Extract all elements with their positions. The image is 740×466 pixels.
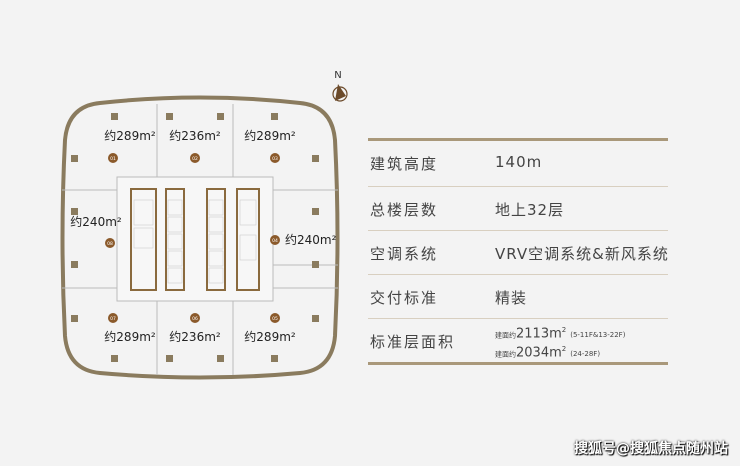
- unit-badge: [270, 235, 280, 245]
- floor-area-value: 2113m: [516, 326, 562, 342]
- unit-area-label: 约289m²: [104, 128, 156, 143]
- spec-table: 建筑高度 140m 总楼层数 地上32层 空调系统 VRV空调系统&新风系统 交…: [368, 138, 668, 365]
- unit-badge: [108, 313, 118, 323]
- unit-area-label: 约289m²: [104, 329, 156, 344]
- unit-partitions: [62, 104, 338, 375]
- floor-area-1: 建面约2113m2(5-11F&13-22F): [495, 322, 625, 343]
- core: [130, 188, 260, 291]
- columns: [71, 113, 319, 362]
- spec-value: 140m: [495, 153, 543, 171]
- unit-area-label: 约236m²: [169, 128, 221, 143]
- unit-area-label: 约289m²: [244, 128, 296, 143]
- spec-label: 交付标准: [370, 289, 439, 307]
- unit-number: 02: [192, 156, 198, 162]
- unit-badge: [108, 153, 118, 163]
- unit-badge: [105, 238, 115, 248]
- floor-area-prefix: 建面约: [495, 331, 516, 340]
- unit-area-label: 约289m²: [244, 329, 296, 344]
- unit-area-label: 约236m²: [169, 329, 221, 344]
- floor-area-prefix: 建面约: [495, 350, 516, 359]
- compass: N: [332, 70, 348, 102]
- floor-area-note: (5-11F&13-22F): [570, 331, 626, 340]
- floor-area-value: 2034m: [516, 345, 562, 361]
- floor-area-unit-sup: 2: [561, 345, 567, 353]
- spec-label: 总楼层数: [370, 201, 439, 219]
- spec-value: 精装: [495, 289, 528, 307]
- spec-row-delivery: 交付标准 精装: [368, 274, 668, 318]
- spec-value: 地上32层: [495, 201, 565, 219]
- unit-area-label: 约240m²: [70, 214, 122, 229]
- floor-area-note: (24-28F): [570, 350, 601, 359]
- spec-row-hvac: 空调系统 VRV空调系统&新风系统: [368, 230, 668, 274]
- unit-badge: [270, 153, 280, 163]
- unit-area-label: 约240m²: [285, 232, 337, 247]
- compass-arrow-icon: [335, 84, 346, 101]
- spec-label: 标准层面积: [370, 333, 456, 351]
- spec-row-floors: 总楼层数 地上32层: [368, 186, 668, 230]
- unit-number: 08: [107, 241, 113, 247]
- spec-row-height: 建筑高度 140m: [368, 138, 668, 186]
- spec-row-floor-area: 标准层面积 建面约2113m2(5-11F&13-22F) 建面约2034m2(…: [368, 318, 668, 365]
- unit-number: 03: [272, 156, 278, 162]
- unit-badge: [190, 313, 200, 323]
- unit-badge: [270, 313, 280, 323]
- spec-label: 空调系统: [370, 245, 439, 263]
- unit-number: 04: [272, 238, 278, 244]
- unit-badge: [190, 153, 200, 163]
- unit-number: 01: [110, 156, 116, 162]
- unit-number: 07: [110, 316, 116, 322]
- watermark: 搜狐号@搜狐焦点随州站: [574, 441, 728, 457]
- compass-north-label: N: [334, 70, 341, 81]
- spec-label: 建筑高度: [370, 155, 439, 173]
- unit-number: 06: [192, 316, 198, 322]
- floor-area-unit-sup: 2: [561, 326, 567, 334]
- floor-plan: N 约289m² 01 约236m² 02 约289m² 03 约240m² 04 约289m²…: [60, 70, 348, 380]
- floor-area-2: 建面约2034m2(24-28F): [495, 341, 600, 362]
- spec-value: VRV空调系统&新风系统: [495, 245, 669, 263]
- unit-number: 05: [272, 316, 278, 322]
